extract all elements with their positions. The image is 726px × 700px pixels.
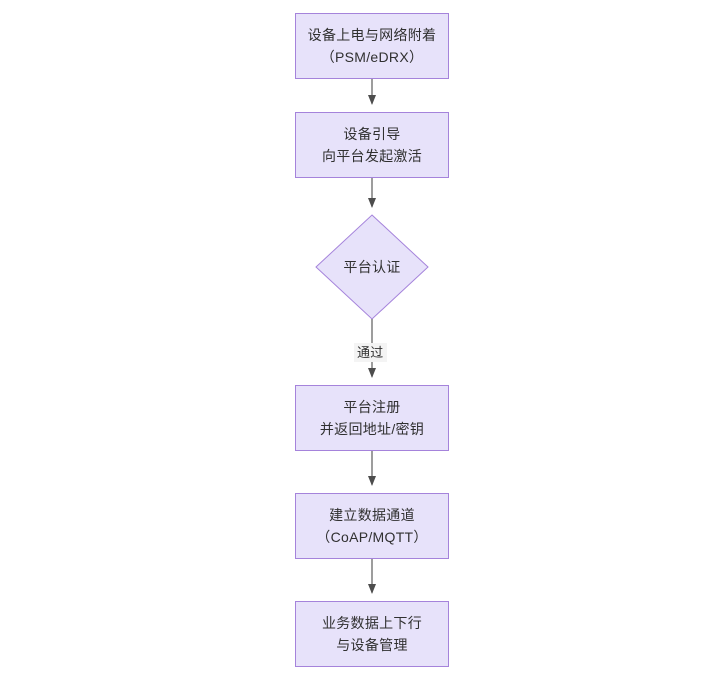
node-establish-data-channel[interactable]: 建立数据通道 （CoAP/MQTT） [295,493,449,559]
node-label-line1: 平台认证 [343,259,401,275]
node-label-line1: 平台注册 [343,399,401,415]
node-label-line1: 设备上电与网络附着 [307,27,437,43]
node-platform-registration[interactable]: 平台注册 并返回地址/密钥 [295,385,449,451]
node-label-line1: 业务数据上下行 [321,615,423,631]
node-business-data-and-device-management[interactable]: 业务数据上下行 与设备管理 [295,601,449,667]
node-label-line2: （PSM/eDRX） [320,49,424,65]
node-label-line1: 设备引导 [343,126,401,142]
node-label-line2: 与设备管理 [336,637,408,653]
node-label-line2: （CoAP/MQTT） [316,529,428,545]
node-platform-authentication[interactable]: 平台认证 [316,215,428,319]
node-label-line2: 向平台发起激活 [321,148,423,164]
node-label-line1: 建立数据通道 [329,507,415,523]
node-device-power-on[interactable]: 设备上电与网络附着 （PSM/eDRX） [295,13,449,79]
node-label-line2: 并返回地址/密钥 [319,421,425,437]
edge-label-pass: 通过 [354,343,387,362]
node-device-bootstrap[interactable]: 设备引导 向平台发起激活 [295,112,449,178]
